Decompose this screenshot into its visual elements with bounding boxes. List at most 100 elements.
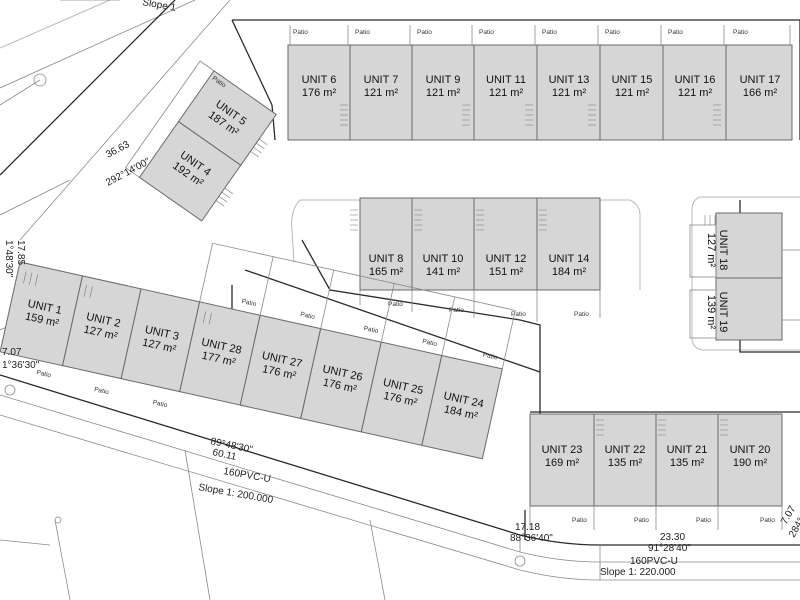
unit-name: UNIT 10 — [423, 253, 464, 265]
unit-area: 121 m² — [615, 87, 650, 99]
unit-area: 121 m² — [552, 87, 587, 99]
pipe-label: 160PVC-U — [630, 556, 678, 567]
bottom-row-labels: UNIT 23 169 m² UNIT 22 135 m² UNIT 21 13… — [542, 444, 771, 469]
bottom-row-units: Patio Patio Patio Patio — [529, 413, 783, 530]
unit-area: 135 m² — [670, 457, 705, 469]
patio-label: Patio — [293, 29, 308, 36]
unit-4-building — [138, 120, 242, 222]
patio-label: Patio — [241, 298, 257, 308]
unit-area: 141 m² — [426, 266, 461, 278]
patio-label: Patio — [449, 307, 464, 314]
bearing-label: 91°28'40" — [648, 543, 691, 554]
unit-name: UNIT 6 — [302, 74, 337, 86]
patio-label: Patio — [696, 517, 711, 524]
unit-name: UNIT 19 — [717, 292, 729, 333]
unit-area: 135 m² — [608, 457, 643, 469]
unit-9-building — [411, 44, 475, 141]
unit-name: UNIT 23 — [542, 444, 583, 456]
patio-label: Patio — [36, 369, 52, 379]
unit-area: 127 m² — [705, 233, 717, 268]
unit-24-building — [421, 354, 503, 460]
patio-label: Patio — [572, 517, 587, 524]
patio-label: Patio — [93, 386, 109, 396]
patio-label: Patio — [668, 29, 683, 36]
pipe-label: 160PVC-U — [222, 466, 271, 485]
middle-row-units: Patio Patio Patio Patio — [350, 197, 601, 322]
patio-label: Patio — [355, 29, 370, 36]
unit-7-building — [349, 44, 413, 141]
unit-area: 121 m² — [364, 87, 399, 99]
patio-label: Patio — [760, 517, 775, 524]
top-row-labels: UNIT 6 176 m² UNIT 7 121 m² UNIT 9 121 m… — [302, 74, 781, 99]
unit-15-building — [599, 44, 664, 141]
unit-area: 121 m² — [678, 87, 713, 99]
patio-label: Patio — [422, 338, 438, 348]
patio-label: Patio — [574, 311, 589, 318]
patio-label: Patio — [300, 311, 316, 321]
unit-area: 169 m² — [545, 457, 580, 469]
bearing-label: 88°36'40" — [510, 533, 553, 544]
unit-19-building — [715, 277, 783, 341]
patio-label: Patio — [479, 29, 494, 36]
patio-label: Patio — [152, 399, 168, 409]
unit-18-building — [715, 212, 783, 279]
unit-name: UNIT 9 — [426, 74, 461, 86]
dimension-label: 17.18 — [515, 522, 540, 533]
patio-label: Patio — [388, 301, 403, 308]
patio-label: Patio — [542, 29, 557, 36]
patio-label: Patio — [363, 325, 379, 335]
unit-name: UNIT 14 — [549, 253, 590, 265]
patio-label: Patio — [482, 351, 498, 361]
unit-name: UNIT 15 — [612, 74, 653, 86]
unit-name: UNIT 17 — [740, 74, 781, 86]
unit-name: UNIT 16 — [675, 74, 716, 86]
unit-name: UNIT 21 — [667, 444, 708, 456]
unit-name: UNIT 13 — [549, 74, 590, 86]
unit-11-building — [473, 44, 538, 141]
patio-label: Patio — [733, 29, 748, 36]
unit-name: UNIT 7 — [364, 74, 399, 86]
unit-8-building — [359, 197, 413, 291]
unit-name: UNIT 18 — [717, 230, 729, 271]
dimension-label: 7.07 — [2, 347, 22, 358]
unit-name: UNIT 22 — [605, 444, 646, 456]
unit-22-building — [593, 413, 657, 507]
unit-area: 190 m² — [733, 457, 768, 469]
unit-area: 139 m² — [705, 295, 717, 330]
unit-10-building — [411, 197, 475, 291]
middle-row-labels: UNIT 8 165 m² UNIT 10 141 m² UNIT 12 151… — [369, 253, 590, 278]
unit-area: 176 m² — [302, 87, 337, 99]
unit-23-building — [529, 413, 595, 507]
unit-name: UNIT 8 — [369, 253, 404, 265]
patio-label: Patio — [511, 311, 526, 318]
right-units: UNIT 18 127 m² UNIT 19 139 m² — [689, 212, 800, 341]
unit-name: UNIT 12 — [486, 253, 527, 265]
unit-14-building — [536, 197, 601, 291]
patio-label: Patio — [417, 29, 432, 36]
slope-label: Slope 1 — [141, 0, 177, 14]
dimension-label: 23.30 — [660, 532, 685, 543]
unit-21-building — [655, 413, 719, 507]
top-row-units: Patio Patio Patio Patio Patio Patio Pati… — [287, 25, 793, 141]
unit-area: 151 m² — [489, 266, 524, 278]
pipe-slope-label: Slope 1: 220.000 — [600, 567, 676, 578]
unit-area: 166 m² — [743, 87, 778, 99]
bearing-label: 1°36'30" — [2, 360, 40, 371]
unit-area: 121 m² — [426, 87, 461, 99]
unit-area: 184 m² — [552, 266, 587, 278]
dimension-label: 60.11 — [211, 447, 237, 463]
unit-name: UNIT 20 — [730, 444, 771, 456]
dimension-label: 17.85 — [15, 240, 26, 265]
bearing-label: 1°48'30" — [3, 240, 14, 278]
unit-12-building — [473, 197, 538, 291]
unit-20-building — [717, 413, 783, 507]
unit-17-building — [725, 44, 793, 141]
units-4-5: UNIT 5 187 m² UNIT 4 192 m² Patio — [124, 60, 277, 222]
patio-label: Patio — [634, 517, 649, 524]
front-row-units: Patio Patio Patio Patio Patio Patio Pati… — [0, 242, 516, 460]
dimension-label: 36.63 — [104, 139, 132, 161]
patio-label: Patio — [605, 29, 620, 36]
unit-area: 165 m² — [369, 266, 404, 278]
unit-area: 121 m² — [489, 87, 524, 99]
